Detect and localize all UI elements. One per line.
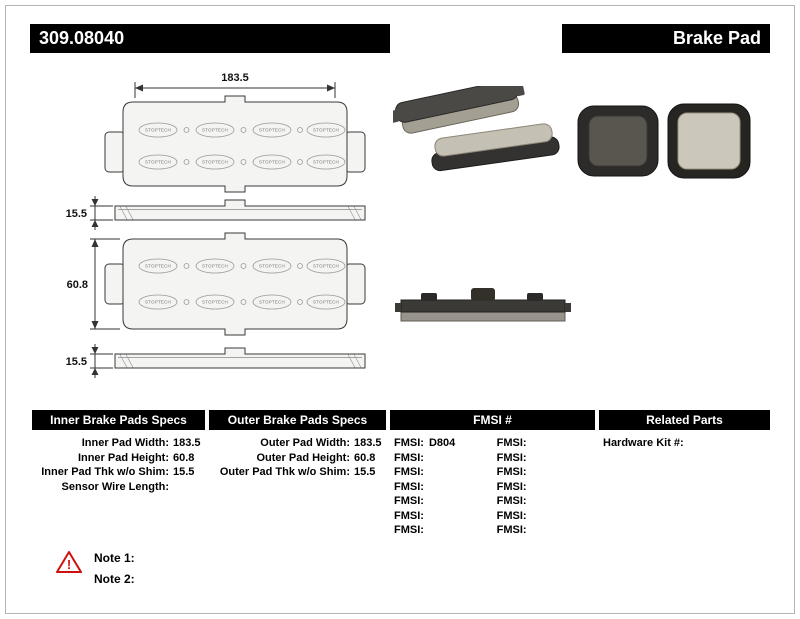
fmsi-label: FMSI: xyxy=(496,524,527,537)
warning-triangle-icon: ! xyxy=(56,551,82,573)
inner-specs-section: Inner Brake Pads Specs Inner Pad Width: … xyxy=(32,410,205,494)
spec-row: Outer Pad Height: 60.8 xyxy=(209,451,386,466)
spec-row: Sensor Wire Length: xyxy=(32,480,205,495)
outer-specs-header: Outer Brake Pads Specs xyxy=(209,410,386,430)
spec-label: Outer Pad Thk w/o Shim: xyxy=(219,466,350,479)
fmsi-row: FMSI: FMSI: xyxy=(390,523,595,538)
dim-thickness-bottom-label: 15.5 xyxy=(66,356,87,368)
dim-width: 183.5 xyxy=(134,72,336,98)
fmsi-label: FMSI: xyxy=(496,451,527,464)
fmsi-row: FMSI: FMSI: xyxy=(390,451,595,466)
spec-value: 183.5 xyxy=(354,437,382,450)
spec-label: Inner Pad Height: xyxy=(77,451,169,464)
pad-front-view-1 xyxy=(104,95,366,193)
fmsi-label: FMSI: xyxy=(496,437,527,450)
spec-label: Sensor Wire Length: xyxy=(61,480,169,493)
fmsi-value: D804 xyxy=(428,437,456,450)
page-title: Brake Pad xyxy=(672,28,761,48)
note-2: Note 2: xyxy=(94,572,135,586)
fmsi-label: FMSI: xyxy=(394,495,424,508)
technical-drawing: STOPTECH 183.5 xyxy=(66,72,366,378)
part-number-bar: 309.08040 xyxy=(30,24,390,53)
fmsi-label: FMSI: xyxy=(496,480,527,493)
fmsi-row: FMSI: D804 FMSI: xyxy=(390,436,595,451)
spec-row: Outer Pad Thk w/o Shim: 15.5 xyxy=(209,465,386,480)
fmsi-label: FMSI: xyxy=(496,509,527,522)
spec-value: 183.5 xyxy=(173,437,201,450)
fmsi-row: FMSI: FMSI: xyxy=(390,480,595,495)
dim-thickness-top-label: 15.5 xyxy=(66,208,87,220)
photo-pads-edge xyxy=(395,288,571,322)
spec-value: 60.8 xyxy=(173,451,195,464)
spec-value: 15.5 xyxy=(354,466,376,479)
spec-row: Outer Pad Width: 183.5 xyxy=(209,436,386,451)
related-label: Hardware Kit #: xyxy=(603,437,684,450)
pad-front-view-2: 60.8 xyxy=(67,232,366,336)
note-1: Note 1: xyxy=(94,551,135,565)
fmsi-label: FMSI: xyxy=(394,451,424,464)
spec-label: Inner Pad Thk w/o Shim: xyxy=(41,466,169,479)
pad-edge-view-2: 15.5 xyxy=(66,344,366,378)
dim-height-label: 60.8 xyxy=(67,279,88,291)
outer-specs-section: Outer Brake Pads Specs Outer Pad Width: … xyxy=(209,410,386,480)
fmsi-label: FMSI: xyxy=(394,480,424,493)
fmsi-row: FMSI: FMSI: xyxy=(390,509,595,524)
photo-pads-angled xyxy=(393,86,560,172)
related-row: Hardware Kit #: xyxy=(599,436,770,451)
spec-row: Inner Pad Width: 183.5 xyxy=(32,436,205,451)
fmsi-label: FMSI: xyxy=(496,495,527,508)
fmsi-label: FMSI: xyxy=(394,466,424,479)
spec-row: Inner Pad Thk w/o Shim: 15.5 xyxy=(32,465,205,480)
fmsi-row: FMSI: FMSI: xyxy=(390,494,595,509)
fmsi-label: FMSI: xyxy=(394,437,424,450)
spec-label: Outer Pad Width: xyxy=(260,437,350,450)
fmsi-label: FMSI: xyxy=(394,524,424,537)
photo-pads-face xyxy=(577,103,751,179)
inner-specs-header: Inner Brake Pads Specs xyxy=(32,410,205,430)
part-number: 309.08040 xyxy=(39,28,125,48)
spec-value: 60.8 xyxy=(354,451,376,464)
spec-row: Inner Pad Height: 60.8 xyxy=(32,451,205,466)
fmsi-row: FMSI: FMSI: xyxy=(390,465,595,480)
spec-value: 15.5 xyxy=(173,466,195,479)
dim-width-label: 183.5 xyxy=(221,72,249,84)
exclamation-mark: ! xyxy=(67,557,71,572)
fmsi-header: FMSI # xyxy=(390,410,595,430)
product-type-bar: Brake Pad xyxy=(562,24,770,53)
fmsi-section: FMSI # FMSI: D804 FMSI: FMSI: FMSI: FMSI:… xyxy=(390,410,595,538)
fmsi-label: FMSI: xyxy=(394,509,424,522)
related-parts-header: Related Parts xyxy=(599,410,770,430)
related-parts-section: Related Parts Hardware Kit #: xyxy=(599,410,770,451)
spec-label: Outer Pad Height: xyxy=(256,451,350,464)
pad-edge-view-1: 15.5 xyxy=(66,196,366,230)
fmsi-label: FMSI: xyxy=(496,466,527,479)
spec-label: Inner Pad Width: xyxy=(81,437,169,450)
